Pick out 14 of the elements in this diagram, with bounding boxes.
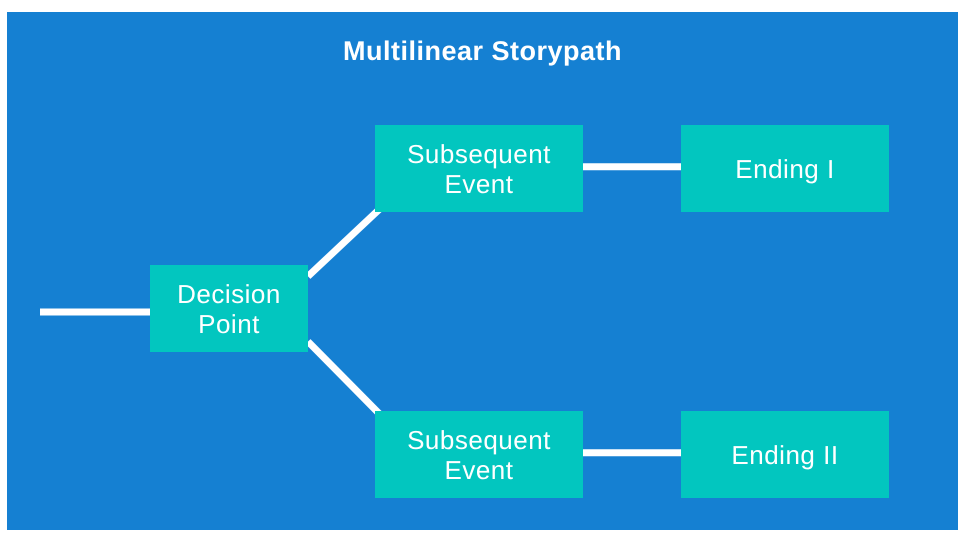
story-box — [375, 411, 583, 498]
story-box — [681, 411, 889, 498]
box-label: Decision Point — [176, 278, 282, 338]
connector-line — [40, 308, 150, 316]
connector-line — [583, 163, 681, 170]
story-box — [150, 265, 308, 352]
box-label: Ending II — [730, 440, 840, 470]
diagram-title: Multilinear Storypath — [342, 36, 624, 67]
box-label: Subsequent Event — [406, 424, 552, 484]
box-label: Ending I — [734, 154, 836, 184]
story-box — [375, 125, 583, 212]
box-label: Subsequent Event — [406, 138, 552, 198]
story-box — [681, 125, 889, 212]
connector-line — [583, 449, 681, 456]
